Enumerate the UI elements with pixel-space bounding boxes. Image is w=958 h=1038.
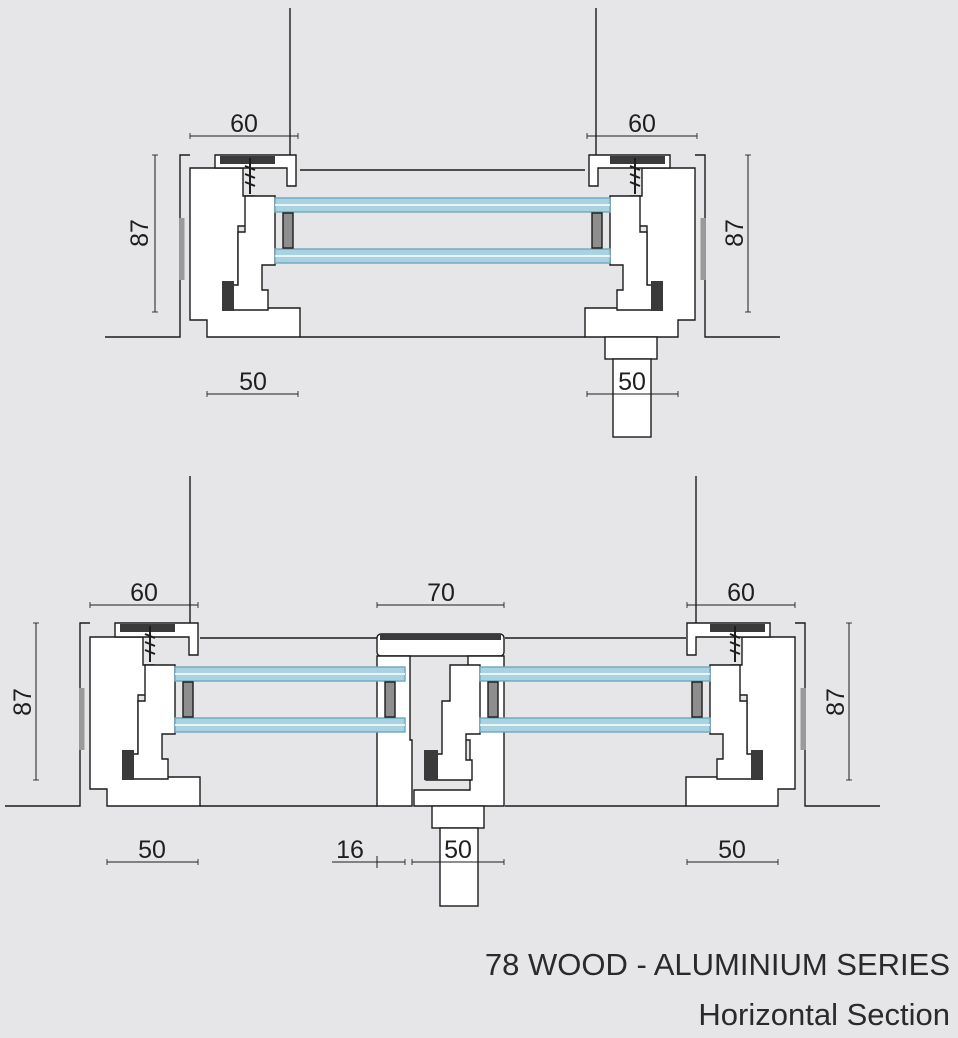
bottom-dimensions: [33, 602, 852, 868]
bottom-handle-shaft: [439, 827, 479, 907]
top-handle-base: [604, 336, 658, 360]
top-dim-left-50: 50: [239, 368, 267, 396]
bottom-dim-right-50: 50: [718, 836, 746, 864]
top-glazing: [274, 197, 611, 264]
series-title: 78 WOOD - ALUMINIUM SERIES: [484, 947, 950, 982]
bottom-handle-base: [431, 805, 485, 829]
bottom-dim-right-87: 87: [822, 688, 850, 716]
bottom-left-gasket: [122, 750, 134, 780]
top-right-screw: [629, 158, 641, 194]
bottom-dim-mid-16: 16: [336, 836, 364, 864]
section-subtitle: Horizontal Section: [698, 997, 950, 1032]
bottom-right-screw: [729, 626, 741, 662]
bottom-left-screw: [144, 626, 156, 662]
top-right-frame: [584, 154, 706, 438]
bottom-dim-mid-50: 50: [444, 836, 472, 864]
top-dim-left-87: 87: [126, 219, 154, 247]
top-dim-right-60: 60: [628, 110, 656, 138]
top-dim-left-60: 60: [230, 110, 258, 138]
top-dim-right-87: 87: [721, 219, 749, 247]
bottom-glazing-left: [174, 666, 406, 733]
top-right-gasket: [651, 281, 663, 311]
top-dim-right-50: 50: [618, 368, 646, 396]
top-dimensions: [152, 133, 751, 397]
top-handle-shaft: [612, 358, 652, 438]
bottom-dim-left-50: 50: [138, 836, 166, 864]
top-left-screw: [244, 158, 256, 194]
bottom-left-frame: [79, 622, 201, 807]
bottom-section: [5, 476, 880, 907]
top-section: [105, 8, 780, 438]
bottom-right-gasket: [751, 750, 763, 780]
bottom-dim-right-60: 60: [727, 579, 755, 607]
top-left-gasket: [222, 281, 234, 311]
mullion-gasket: [424, 750, 438, 780]
bottom-glazing-right: [479, 666, 711, 733]
bottom-right-frame: [685, 622, 806, 807]
bottom-dim-left-60: 60: [130, 579, 158, 607]
bottom-dim-left-87: 87: [9, 688, 37, 716]
bottom-dim-center-70: 70: [427, 579, 455, 607]
top-left-frame: [179, 154, 301, 338]
